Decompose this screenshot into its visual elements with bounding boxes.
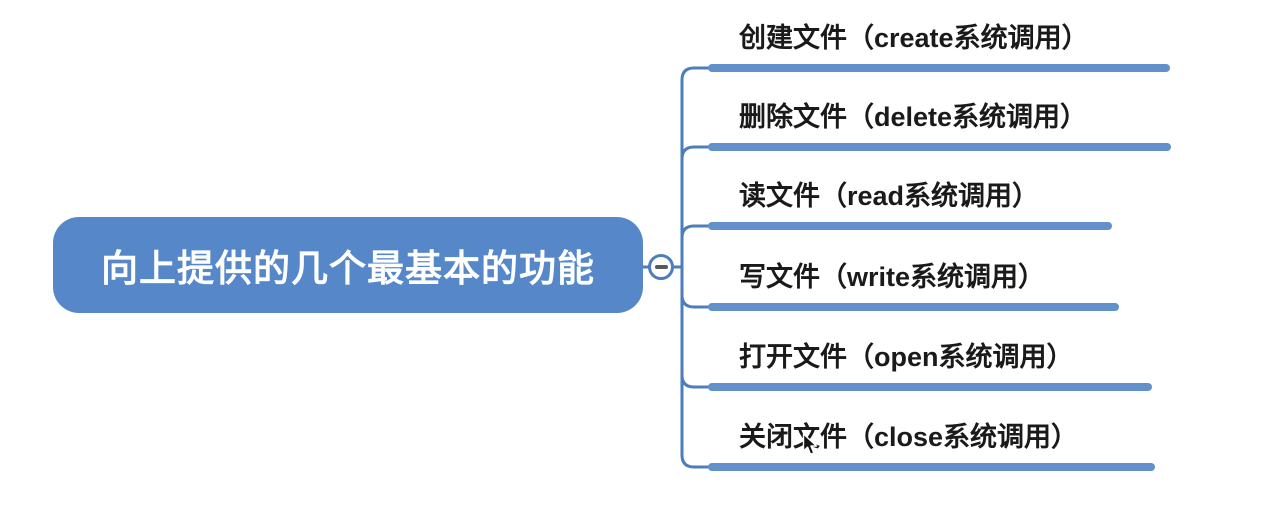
branch-underline xyxy=(708,143,1171,151)
branch-topic-delete-file[interactable]: 删除文件（delete系统调用） xyxy=(708,100,1171,151)
branch-label: 创建文件（create系统调用） xyxy=(739,23,1089,53)
collapse-toggle-button[interactable] xyxy=(648,254,674,280)
branch-topic-read-file[interactable]: 读文件（read系统调用） xyxy=(708,179,1112,230)
connector-branch-4 xyxy=(672,265,710,309)
branch-underline xyxy=(708,303,1119,311)
branch-label: 打开文件（open系统调用） xyxy=(739,342,1074,372)
branch-label: 关闭文件（close系统调用） xyxy=(739,422,1079,452)
root-topic-label: 向上提供的几个最基本的功能 xyxy=(101,248,595,289)
branch-underline xyxy=(708,222,1112,230)
connector-branch-5 xyxy=(672,265,710,389)
branch-topic-open-file[interactable]: 打开文件（open系统调用） xyxy=(708,340,1152,391)
connector-branch-1 xyxy=(672,66,710,269)
connector-branch-3 xyxy=(672,224,710,269)
branch-topic-close-file[interactable]: 关闭文件（close系统调用） xyxy=(708,420,1155,471)
branch-underline xyxy=(708,64,1170,72)
root-topic-node[interactable]: 向上提供的几个最基本的功能 xyxy=(53,217,643,313)
branch-label: 删除文件（delete系统调用） xyxy=(739,102,1088,132)
branch-underline xyxy=(708,383,1152,391)
connector-branch-6 xyxy=(672,265,710,469)
branch-underline xyxy=(708,463,1155,471)
branch-label: 读文件（read系统调用） xyxy=(739,181,1040,211)
connector-branch-2 xyxy=(672,145,710,269)
branch-label: 写文件（write系统调用） xyxy=(739,262,1046,292)
branch-topic-write-file[interactable]: 写文件（write系统调用） xyxy=(708,260,1119,311)
minus-icon xyxy=(654,265,668,269)
branch-topic-create-file[interactable]: 创建文件（create系统调用） xyxy=(708,21,1170,72)
